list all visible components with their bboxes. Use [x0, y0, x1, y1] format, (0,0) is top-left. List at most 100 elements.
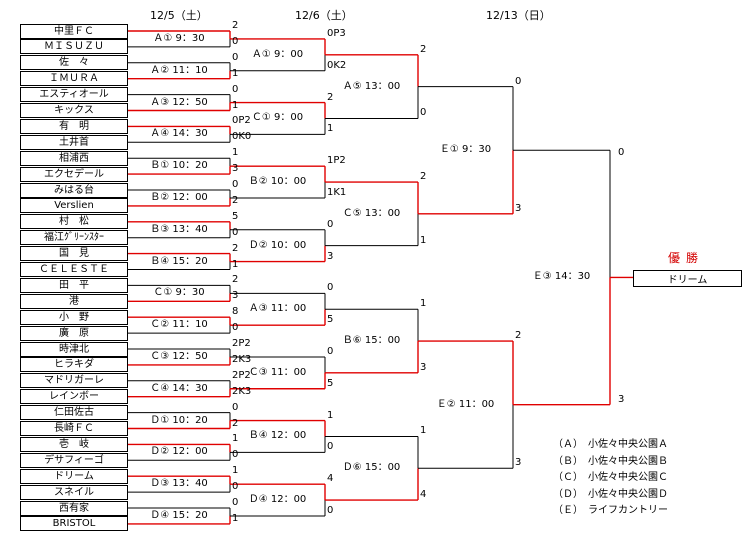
team-box: 佐 々: [20, 55, 128, 71]
r1-score-bottom: 0: [232, 449, 239, 461]
r1-score-bottom: 0: [232, 322, 239, 334]
team-box: みはる台: [20, 182, 128, 198]
team-box: 中里ＦＣ: [20, 23, 128, 39]
team-box: 村 松: [20, 214, 128, 230]
team-box: エクセデール: [20, 166, 128, 182]
r2-score-top: 0: [327, 345, 334, 357]
r1-match-label: Ｃ④ 14：30: [150, 382, 208, 394]
r2-score-bottom: 0: [327, 441, 334, 453]
r1-score-bottom: 1: [232, 67, 239, 79]
r2-score-top: 4: [327, 473, 334, 485]
r1-score-top: 0: [232, 51, 239, 63]
r1-match-label: Ａ④ 14：30: [150, 128, 208, 140]
final-score-top: 0: [618, 147, 625, 159]
date-round4: 12/13（日）: [486, 9, 551, 22]
r3-match-label: Ａ⑤ 13：00: [342, 80, 401, 92]
r2-score-bottom: 1: [327, 123, 334, 135]
legend-item-b: （Ｂ） 小佐々中央公園Ｂ: [553, 455, 668, 467]
r1-score-top: 0: [232, 497, 239, 508]
team-box: 仁田佐古: [20, 405, 128, 421]
date-round2: 12/6（土）: [295, 9, 353, 22]
r1-score-bottom: 2: [232, 194, 239, 206]
r1-match-label: Ｂ③ 13：40: [150, 223, 208, 235]
r2-score-top: 1P2: [327, 155, 346, 167]
r1-match-label: Ｄ② 12：00: [150, 446, 208, 458]
r4-score-bottom: 3: [515, 202, 522, 214]
r1-score-top: 2: [232, 20, 239, 31]
r1-score-top: 1: [232, 147, 239, 159]
r2-score-bottom: 5: [327, 314, 334, 326]
team-box: 小 野: [20, 309, 128, 325]
r1-score-top: 1: [232, 433, 239, 445]
r2-score-bottom: 0K2: [327, 59, 347, 71]
r2-score-bottom: 0: [327, 504, 334, 516]
date-round1: 12/5（土）: [150, 9, 208, 22]
r1-match-label: Ｄ① 10：20: [150, 414, 208, 426]
team-box: 長崎ＦＣ: [20, 421, 128, 436]
r2-score-top: 0P3: [327, 27, 346, 39]
r1-score-bottom: 0: [232, 226, 239, 238]
r1-match-label: Ｂ① 10：20: [150, 160, 208, 172]
team-box: 西有家: [20, 500, 128, 516]
legend-item-a: （Ａ） 小佐々中央公園Ａ: [553, 439, 668, 450]
r1-match-label: Ｄ③ 13：40: [150, 478, 208, 490]
r3-score-top: 1: [420, 298, 427, 310]
r4-score-top: 2: [515, 330, 522, 342]
team-box: 田 平: [20, 277, 128, 293]
champion-title: 優勝: [668, 251, 705, 265]
r4-match-label: Ｅ② 11：00: [436, 398, 495, 410]
r3-score-top: 1: [420, 425, 427, 437]
r1-match-label: Ａ① 9：30: [153, 32, 205, 44]
r1-match-label: Ａ③ 12：50: [150, 96, 208, 108]
team-box: キックス: [20, 103, 128, 118]
r3-score-bottom: 3: [420, 361, 427, 373]
r2-match-label: Ｂ② 10：00: [248, 176, 307, 188]
r1-score-bottom: 0: [232, 35, 239, 47]
team-box: 相浦西: [20, 150, 128, 166]
r2-match-label: Ｄ④ 12：00: [248, 494, 307, 506]
r2-score-bottom: 5: [327, 377, 334, 389]
r1-score-bottom: 2K3: [232, 385, 252, 397]
r1-match-label: Ａ② 11：10: [150, 64, 208, 76]
team-box: 有 明: [20, 118, 128, 134]
r3-match-label: Ｂ⑥ 15：00: [342, 335, 401, 347]
r2-score-bottom: 1K1: [327, 186, 347, 198]
r1-score-bottom: 1: [232, 99, 239, 111]
r1-match-label: Ｃ① 9：30: [153, 287, 205, 299]
r2-score-top: 0: [327, 218, 334, 230]
team-box: ヒラキダ: [20, 357, 128, 373]
r2-match-label: Ｄ② 10：00: [248, 239, 307, 251]
r2-match-label: Ｂ④ 12：00: [248, 430, 307, 442]
r2-match-label: Ａ① 9：00: [251, 48, 304, 60]
r2-match-label: Ｃ① 9：00: [251, 112, 304, 124]
team-box: ＣＥＬＥＳＴＥ: [20, 262, 128, 277]
team-box: ドリーム: [20, 468, 128, 484]
r1-score-bottom: 3: [232, 290, 239, 302]
team-box: BRISTOL: [20, 516, 128, 532]
r1-score-bottom: 2: [232, 417, 239, 429]
team-box: ＩＭＵＲＡ: [20, 71, 128, 87]
final-match-label: Ｅ③ 14：30: [532, 271, 591, 283]
team-box: 廣 原: [20, 325, 128, 341]
team-box: 時津北: [20, 341, 128, 357]
team-box: 福江ｸﾞﾘｰﾝｽﾀｰ: [20, 230, 128, 246]
r1-score-bottom: 1: [232, 512, 239, 524]
r2-score-bottom: 3: [327, 250, 334, 262]
r1-score-top: 2: [232, 274, 239, 286]
r1-score-top: 2P2: [232, 338, 251, 349]
champion-name: ドリーム: [667, 275, 708, 286]
team-box: 港: [20, 293, 128, 309]
r3-match-label: Ｃ⑤ 13：00: [342, 207, 401, 219]
team-box: 壱 岐: [20, 436, 128, 452]
r4-match-label: Ｅ① 9：30: [439, 144, 492, 156]
champion-box: ドリーム: [633, 270, 742, 287]
r1-match-label: Ｃ③ 12：50: [150, 350, 208, 362]
r2-score-top: 0: [327, 282, 334, 294]
legend-item-c: （Ｃ） 小佐々中央公園Ｃ: [553, 472, 668, 483]
team-box: エスティオール: [20, 87, 128, 103]
legend-item-d: （Ｄ） 小佐々中央公園Ｄ: [553, 488, 668, 500]
r1-score-top: 8: [232, 306, 239, 318]
r2-score-top: 1: [327, 409, 334, 421]
r1-score-top: 0: [232, 83, 239, 95]
